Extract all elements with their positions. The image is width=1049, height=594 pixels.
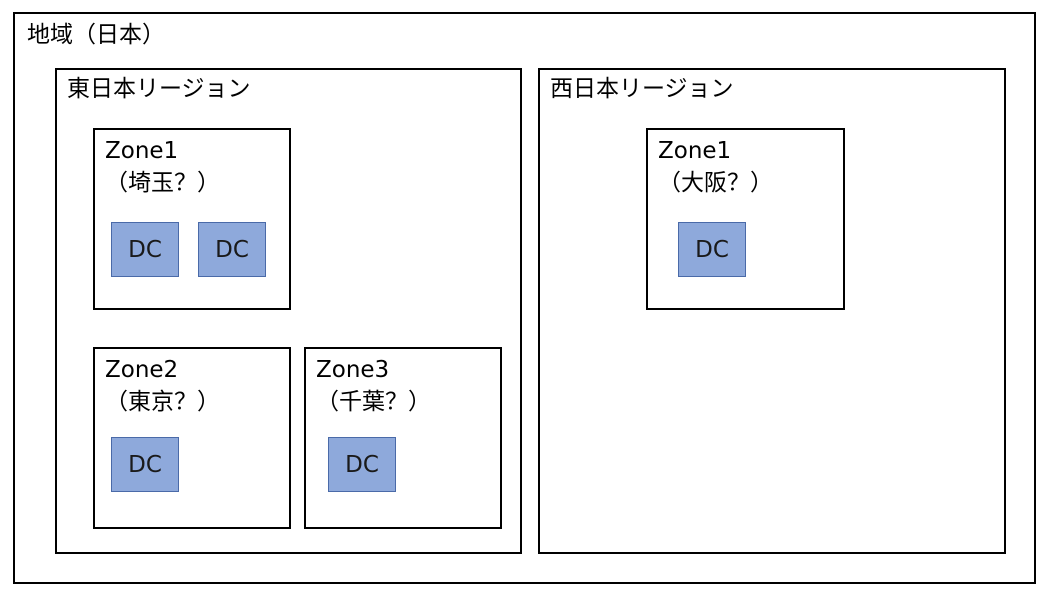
east-zone1-name: Zone1 [105,138,179,164]
east-zone2: Zone2 （東京？） DC [93,347,291,529]
east-zone1-dc-1: DC [111,222,179,277]
west-region-title: 西日本リージョン [550,76,734,102]
japan-area-title: 地域（日本） [27,22,165,48]
east-zone2-name: Zone2 [105,357,179,383]
east-zone2-location: （東京？） [105,389,220,415]
east-zone2-dc-1: DC [111,437,179,492]
east-zone1-dc-2: DC [198,222,266,277]
east-zone3-location: （千葉？） [316,389,431,415]
west-zone1-name: Zone1 [658,138,732,164]
west-zone1: Zone1 （大阪？） DC [646,128,845,310]
east-zone3-dc-1: DC [328,437,396,492]
east-zone3-name: Zone3 [316,357,390,383]
east-region-title: 東日本リージョン [67,76,251,102]
west-zone1-location: （大阪？） [658,170,773,196]
east-zone1: Zone1 （埼玉？） DC DC [93,128,291,310]
east-zone1-location: （埼玉？） [105,170,220,196]
east-zone3: Zone3 （千葉？） DC [304,347,502,529]
west-zone1-dc-1: DC [678,222,746,277]
